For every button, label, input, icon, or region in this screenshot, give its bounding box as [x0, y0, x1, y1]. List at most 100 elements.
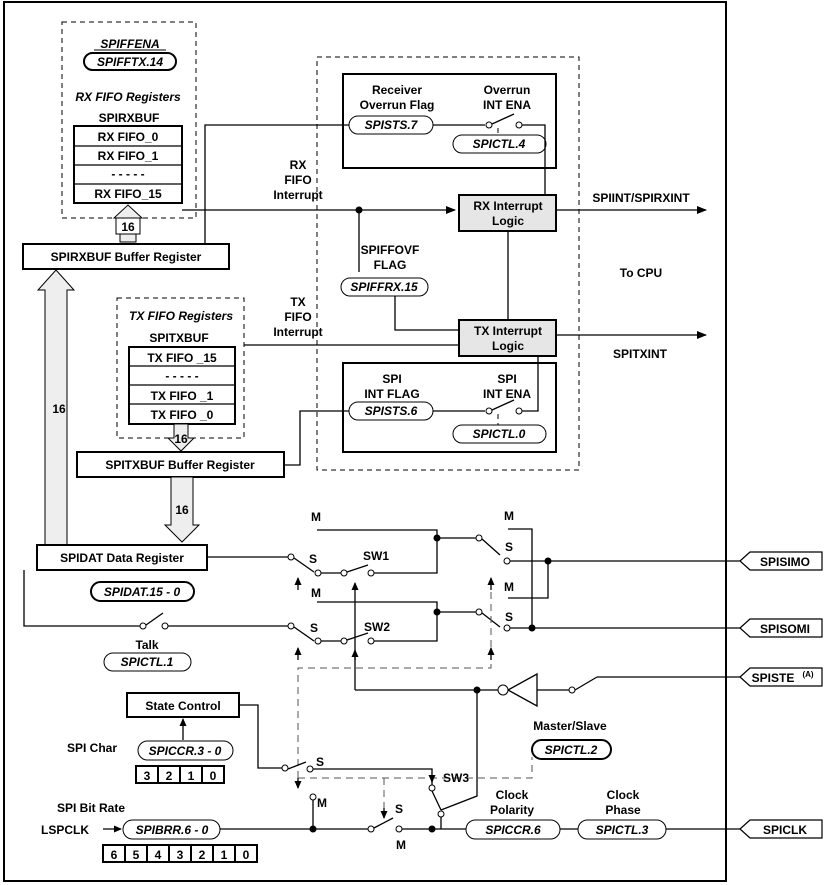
spifftx14-label: SPIFFTX.14 [97, 55, 163, 69]
spidat-to-rxbuf-bus-width: 16 [52, 402, 66, 416]
spiclk-pin [739, 819, 823, 839]
spictl2-pill [531, 739, 612, 760]
spirxbuf-buffer-register [22, 243, 230, 270]
rx-fifo-interrupt-fifo: FIFO [284, 173, 311, 187]
clk-master-switch [373, 817, 394, 829]
spiffena-label: SPIFFENA [100, 37, 159, 51]
clk-m2-label: M [396, 838, 406, 852]
sw3-label: SW3 [443, 771, 469, 785]
spi-bit-rate-bit: 2 [199, 848, 206, 862]
spictl4-label: SPICTL.4 [473, 137, 526, 151]
tx-fifo-interrupt-interrupt: Interrupt [273, 325, 322, 339]
spi-char-bits: 3 2 1 0 [135, 765, 225, 784]
spidat15-0-pill [90, 581, 195, 602]
clock-polarity-clock: Clock [496, 788, 529, 802]
spi-bit-rate-bit: 5 [133, 848, 140, 862]
spictl0-pill [452, 424, 547, 444]
tx-interrupt-logic-sub: Logic [492, 339, 524, 353]
spitxbuf-buffer-register [76, 451, 285, 478]
spirxbuf-label: SPIRXBUF [99, 111, 160, 125]
spists7-label: SPISTS.7 [365, 118, 419, 132]
sw2-s-label: S [310, 621, 318, 635]
rx-fifo-registers-label: RX FIFO Registers [75, 90, 181, 104]
txbuf-to-spidat-bus-arrow [163, 476, 201, 543]
spi-int-ena-spi: SPI [497, 372, 516, 386]
module-border [3, 1, 727, 882]
rx-fifo-dots: - - - - - [111, 167, 144, 181]
talk-switch [145, 612, 164, 626]
spiccr6-label: SPICCR.6 [485, 823, 541, 837]
receiver-label: Receiver [372, 83, 422, 97]
tx-fifo-bus-width: 16 [174, 432, 188, 446]
overrun-label: Overrun [484, 83, 531, 97]
spisomi-pin [739, 618, 823, 638]
spiffrx15-pill [340, 277, 429, 297]
spi-char-bit: 0 [210, 769, 217, 783]
spidat-data-register-label: SPIDAT Data Register [60, 551, 184, 565]
spiffovf-label: SPIFFOVF [361, 243, 420, 257]
rx-interrupt-logic-sub: Logic [492, 214, 524, 228]
spitxbuf-buffer-register-label: SPITXBUF Buffer Register [105, 458, 255, 472]
master-slave-label: Master/Slave [533, 719, 607, 733]
rx-interrupt-logic-title: RX Interrupt [473, 199, 542, 213]
spi-bit-rate-bits: 6 5 4 3 2 1 0 [102, 844, 258, 863]
spirxbuf-buffer-register-label: SPIRXBUF Buffer Register [51, 250, 202, 264]
clock-phase-label: Phase [605, 803, 641, 817]
spiccr3-0-label: SPICCR.3 - 0 [149, 744, 222, 758]
sw2-m-label: M [311, 586, 321, 600]
spi-char-bit: 3 [144, 769, 151, 783]
spi-bit-rate-label: SPI Bit Rate [57, 801, 125, 815]
spiclk-pin-label: SPICLK [763, 823, 807, 837]
spiste-input-buffer [506, 672, 538, 708]
overrun-int-ena-switch [491, 113, 515, 125]
clk-m-label: M [317, 796, 327, 810]
spisimo-pin-label: SPISIMO [760, 555, 810, 569]
tx-fifo-registers-label: TX FIFO Registers [129, 309, 233, 323]
spi-bit-rate-bit: 6 [111, 848, 118, 862]
interrupt-enclosure [316, 56, 580, 471]
spi-int-flag-spi: SPI [382, 372, 401, 386]
spi-bit-rate-bit: 3 [177, 848, 184, 862]
spictl3-label: SPICTL.3 [596, 823, 649, 837]
rx-fifo-bus-width: 16 [121, 220, 135, 234]
rx-fifo-15: RX FIFO_15 [94, 187, 162, 201]
spiffrx15-label: SPIFFRX.15 [350, 280, 418, 294]
tx-fifo-0: TX FIFO _0 [151, 408, 214, 422]
spiccr3-0-pill [137, 740, 234, 761]
state-s-label: S [316, 755, 324, 769]
spiste-pin [739, 667, 823, 687]
spi-bit-rate-bit: 1 [221, 848, 228, 862]
lspclk-label: LSPCLK [41, 823, 89, 837]
spictl2-label: SPICTL.2 [545, 743, 598, 757]
spiffovf-flag-label: FLAG [374, 258, 407, 272]
sw1-s-label: S [309, 552, 317, 566]
rx-fifo-interrupt-rx: RX [290, 158, 307, 172]
spiste-note-a: (A) [802, 670, 813, 679]
spictl0-label: SPICTL.0 [473, 427, 526, 441]
rx-fifo-interrupt-interrupt: Interrupt [273, 188, 322, 202]
spidat15-0-label: SPIDAT.15 - 0 [104, 585, 181, 599]
spiste-switch [574, 676, 598, 691]
spisomi-m-label: M [504, 580, 514, 594]
spidat-to-rxbuf-bus-arrow [36, 269, 76, 546]
sw1-label: SW1 [363, 549, 389, 563]
tx-fifo-interrupt-tx: TX [290, 295, 305, 309]
txbuf-to-spidat-bus-width: 16 [175, 503, 189, 517]
overrun-int-ena-label: INT ENA [483, 98, 531, 112]
rx-fifo-0: RX FIFO_0 [98, 130, 159, 144]
spiint-spirxint-label: SPIINT/SPIRXINT [592, 191, 690, 205]
spidat-data-register [36, 544, 208, 571]
tx-fifo-enclosure [116, 297, 245, 439]
spi-bit-rate-bit: 0 [243, 848, 250, 862]
spictl1-pill [103, 652, 192, 672]
spibrr6-0-label: SPIBRR.6 - 0 [136, 823, 209, 837]
spitxint-label: SPITXINT [613, 347, 668, 361]
spi-char-label: SPI Char [67, 741, 117, 755]
spisimo-m-label: M [504, 509, 514, 523]
spitxbuf-label: SPITXBUF [149, 331, 208, 345]
spisimo-pin [739, 551, 823, 571]
sw2-label: SW2 [364, 620, 390, 634]
tx-fifo-bus-arrow [166, 423, 196, 452]
spi-int-ena-switch [491, 399, 515, 411]
